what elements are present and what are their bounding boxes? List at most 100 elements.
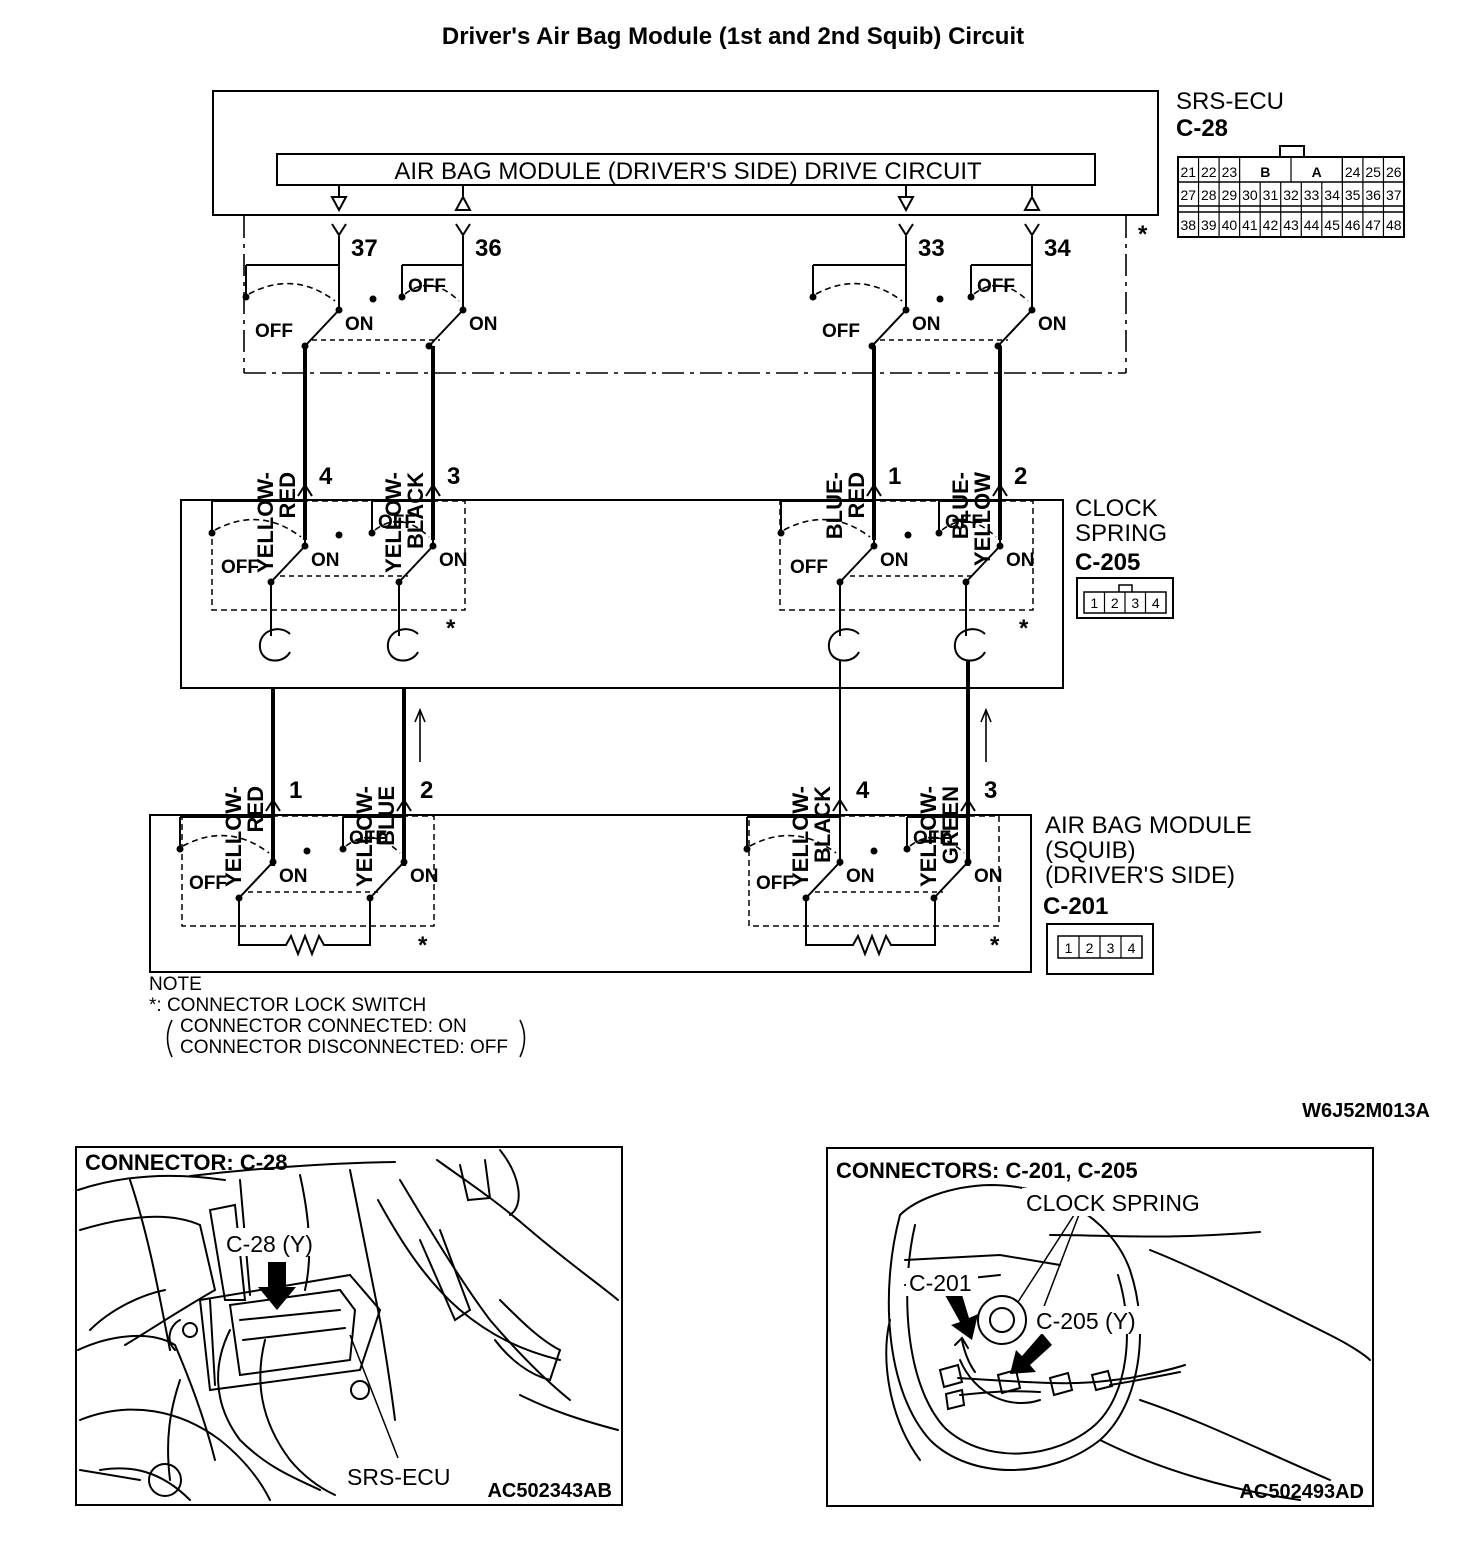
clock-spring-switch-off-label: OFF [790,557,828,578]
airbag-module-pin-label: 3 [984,777,997,804]
clock-spring-pin-label: 4 [319,463,333,490]
airbag-module-switch-on-label: ON [279,866,308,887]
clock-spring-connector-id: C-205 [1075,549,1140,576]
clock-spring-box [180,499,1064,689]
clock-spring-switch-on-label: ON [311,550,340,571]
airbag-module-connector-id: C-201 [1043,893,1108,920]
abm-lock-mark-right: * [990,932,1000,959]
panel-left-ecu-label: SRS-ECU [347,1464,451,1490]
c28-pinout-cell: 28 [1201,187,1217,203]
ecu-pin-arrow [1024,223,1040,236]
connector-c201-c205-location-panel: CONNECTORS: C-201, C-205 CLOCK SPRING C-… [826,1147,1374,1507]
ecu-pin-label: 33 [918,235,945,262]
c28-pinout-cell: 42 [1263,217,1279,233]
panel-right-code: AC502493AD [1239,1481,1364,1503]
ecu-switch-off-label: OFF [408,276,446,297]
ecu-switch-on-label: ON [345,314,374,335]
ecu-pin-label: 36 [475,235,502,262]
cs-lock-mark-left: * [446,615,456,642]
clock-spring-switch-on-label: ON [1006,550,1035,571]
c201-pinout-cell: 4 [1128,940,1136,956]
ecu-pin-arrow [455,223,471,236]
c205-pinout-cell: 4 [1152,595,1160,611]
c28-pinout-cell: 46 [1345,217,1361,233]
ecu-switch-on-label: ON [1038,314,1067,335]
ecu-switch-on-label: ON [912,314,941,335]
panel-left-connector-label: C-28 (Y) [226,1231,313,1257]
ecu-switch-off-label: OFF [822,321,860,342]
ecu-switch-off-label: OFF [255,321,293,342]
clock-spring-coils [270,582,967,636]
c28-pinout-cell: 24 [1345,164,1361,180]
panel-right-title: CONNECTORS: C-201, C-205 [836,1158,1138,1183]
diagram-title: Driver's Air Bag Module (1st and 2nd Squ… [442,23,1024,50]
c28-pinout-cell: 40 [1222,217,1238,233]
panel-left-code: AC502343AB [487,1480,612,1502]
airbag-module-box [149,814,1032,973]
clock-spring-switch-off-label: OFF [378,512,416,533]
ecu-pin-arrow [331,223,347,236]
clock-spring-pin-label: 3 [447,463,460,490]
abm-lock-enclosure-right [748,815,1000,927]
c28-pinout-cell: 39 [1201,217,1217,233]
abm-lock-mark-left: * [418,932,428,959]
squib-resistors [238,898,936,957]
note-bracket-right [519,1019,526,1058]
lower-wire-color: GREEN [938,786,963,864]
airbag-module-switch-off-label: OFF [189,873,227,894]
cs-lock-mark-right: * [1019,615,1029,642]
c28-pinout-cell: 23 [1222,164,1238,180]
c205-pinout-cell: 3 [1131,595,1139,611]
c28-pinout-cell: 30 [1242,187,1258,203]
diagram-code: W6J52M013A [1302,1100,1430,1122]
clock-spring-pin-label: 1 [888,463,901,490]
note-bracket-left [166,1019,173,1058]
ecu-lock-mark: * [1138,221,1148,248]
clock-spring-switch-on-label: ON [880,550,909,571]
c28-pinout-cell: 41 [1242,217,1258,233]
lower-wire-color: RED [243,786,268,832]
ecu-name: SRS-ECU [1176,88,1284,115]
upper-wire-color: BLACK [403,472,428,549]
clock-spring-name-2: SPRING [1075,520,1167,547]
lower-wire-color: YELLOW- [352,786,377,887]
clock-spring-switch-on-label: ON [439,550,468,571]
lower-wire-color: YELLOW- [916,786,941,887]
c28-pinout-cell: 33 [1304,187,1320,203]
upper-wire-color: BLUE- [948,472,973,539]
c28-pinout-cell: 36 [1365,187,1381,203]
clock-spring-name-1: CLOCK [1075,495,1158,522]
c205-pinout-cell: 2 [1111,595,1119,611]
c28-pinout-cell: 25 [1365,164,1381,180]
c28-pinout-cell: 26 [1386,164,1402,180]
c28-pinout-cell: B [1260,164,1270,180]
airbag-module-name-1: AIR BAG MODULE [1045,812,1252,839]
upper-wire-color: RED [275,472,300,518]
c28-pinout-cell: 43 [1283,217,1299,233]
airbag-module-switch-off-label: OFF [349,828,387,849]
c28-pinout-cell: 29 [1222,187,1238,203]
ecu-switch-off-label: OFF [977,276,1015,297]
c28-pinout-cell: A [1312,164,1322,180]
c28-pinout-cell: 32 [1283,187,1299,203]
airbag-module-name-2: (SQUIB) [1045,837,1136,864]
airbag-module-switch-on-label: ON [410,866,439,887]
c205-pinout-cell: 1 [1090,595,1098,611]
airbag-module-switch-off-label: OFF [913,828,951,849]
ecu-pin-label: 34 [1044,235,1071,262]
ecu-pin-arrow [898,223,914,236]
connector-c28-location-panel: CONNECTOR: C-28 C-28 (Y) SRS-ECU AC50234… [75,1146,623,1506]
abm-lock-enclosure-left [181,815,435,927]
airbag-module-switch-off-label: OFF [756,873,794,894]
airbag-module-pin-label: 2 [420,777,433,804]
c28-pinout-cell: 47 [1365,217,1381,233]
airbag-module-pin-label: 4 [856,777,870,804]
airbag-module-name-3: (DRIVER'S SIDE) [1045,862,1235,889]
upper-wire-color: YELLOW [970,472,995,566]
panel-right-c201-label: C-201 [909,1270,972,1296]
airbag-module-switch-on-label: ON [846,866,875,887]
c201-pinout-cell: 3 [1107,940,1115,956]
